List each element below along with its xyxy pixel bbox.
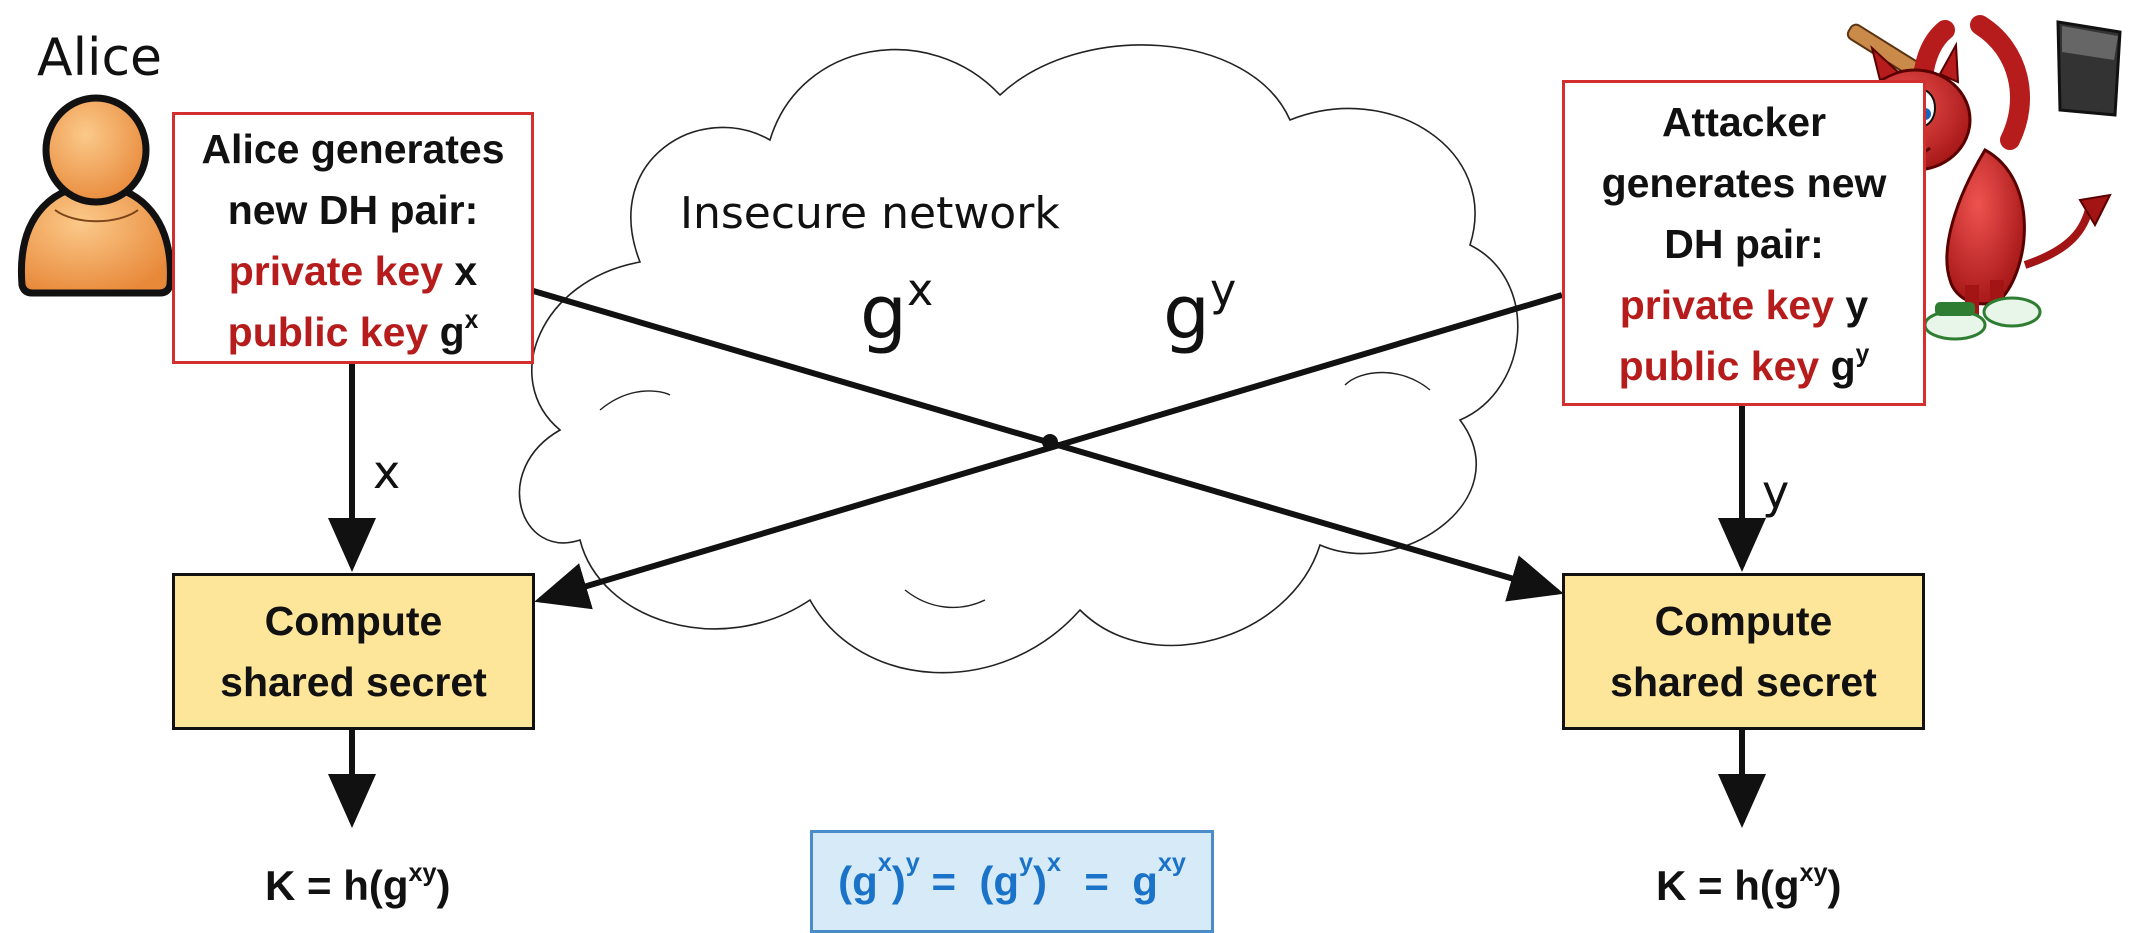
insecure-network-cloud [518, 44, 1519, 674]
alice-private-key-label: private key [228, 248, 444, 294]
message-gy: gy [1163, 264, 1237, 356]
attacker-result-key: K = h(gxy) [1656, 859, 1842, 909]
attacker-box-line3: DH pair: [1664, 221, 1824, 267]
attacker-private-key-value: y [1845, 282, 1869, 328]
alice-keygen-box: Alice generates new DH pair: private key… [172, 112, 534, 364]
attacker-private-arrow-label: y [1762, 465, 1790, 519]
alice-public-key-label: public key [227, 309, 429, 355]
alice-compute-line1: Compute [264, 597, 443, 644]
attacker-box-line2: generates new [1601, 160, 1887, 206]
crossing-point [1042, 434, 1058, 450]
alice-result-key: K = h(gxy) [265, 859, 451, 909]
alice-public-key-value: gx [439, 306, 479, 355]
network-label: Insecure network [680, 188, 1060, 239]
alice-compute-box: Compute shared secret [172, 573, 535, 730]
attacker-public-key-line: public key gy [1565, 336, 1923, 397]
alice-box-line1: Alice generates [201, 126, 505, 172]
attacker-compute-line1: Compute [1654, 597, 1833, 644]
attacker-public-key-value: gy [1830, 340, 1870, 389]
alice-box-line2: new DH pair: [227, 187, 479, 233]
person-icon [17, 94, 174, 297]
attacker-compute-line2: shared secret [1610, 658, 1877, 705]
alice-private-key-line: private key x [175, 241, 531, 302]
attacker-compute-box: Compute shared secret [1562, 573, 1925, 730]
alice-public-key-line: public key gx [175, 302, 531, 363]
attacker-private-key-line: private key y [1565, 275, 1923, 336]
attacker-box-line1: Attacker [1661, 99, 1827, 145]
alice-compute-line2: shared secret [220, 658, 487, 705]
alice-label: Alice [37, 28, 163, 88]
alice-private-arrow-label: x [373, 445, 401, 499]
message-gx: gx [860, 264, 934, 356]
attacker-keygen-box: Attacker generates new DH pair: private … [1562, 80, 1926, 406]
alice-private-key-value: x [454, 248, 478, 294]
attacker-public-key-label: public key [1618, 343, 1820, 389]
attacker-private-key-label: private key [1619, 282, 1835, 328]
